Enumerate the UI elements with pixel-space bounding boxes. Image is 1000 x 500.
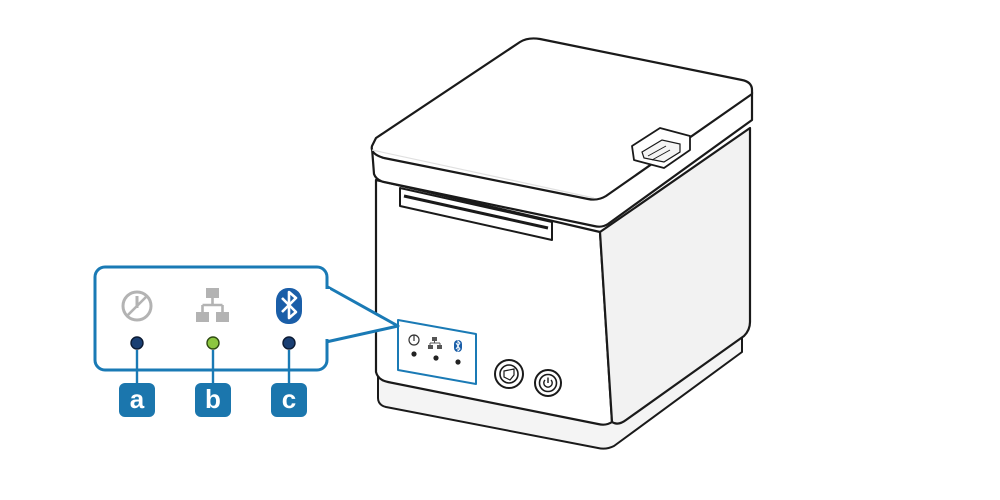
badge-a-label: a <box>130 384 145 414</box>
badge-a: a <box>119 383 155 417</box>
paper-feed-button[interactable] <box>494 359 524 389</box>
network-indicator-icon <box>196 288 229 322</box>
panel-bluetooth-icon <box>454 339 462 353</box>
panel-network-icon <box>428 337 442 349</box>
bluetooth-indicator-icon <box>276 288 302 324</box>
paper-exit-slot <box>399 187 553 241</box>
bluetooth-led <box>282 336 296 350</box>
lid-release-lever[interactable] <box>631 127 691 169</box>
network-led <box>206 336 220 350</box>
power-led <box>130 336 144 350</box>
badge-b-label: b <box>205 384 221 414</box>
panel-led-power <box>411 351 417 357</box>
paper-feed-icon <box>503 368 515 381</box>
printer-lid-edge <box>371 149 595 199</box>
panel-led-bluetooth <box>455 359 461 365</box>
panel-led-network <box>433 355 439 361</box>
power-button[interactable] <box>534 369 562 397</box>
front-led-panel <box>397 319 477 385</box>
badge-c: c <box>271 383 307 417</box>
led-callout: a b c <box>93 265 400 417</box>
power-indicator-icon <box>121 290 153 322</box>
callout-pointer <box>325 284 400 344</box>
panel-power-icon <box>408 334 420 346</box>
badge-c-label: c <box>282 384 296 414</box>
receipt-printer <box>370 37 754 450</box>
badge-b: b <box>195 383 231 417</box>
power-icon <box>543 377 553 388</box>
printer-side-face <box>598 126 752 425</box>
